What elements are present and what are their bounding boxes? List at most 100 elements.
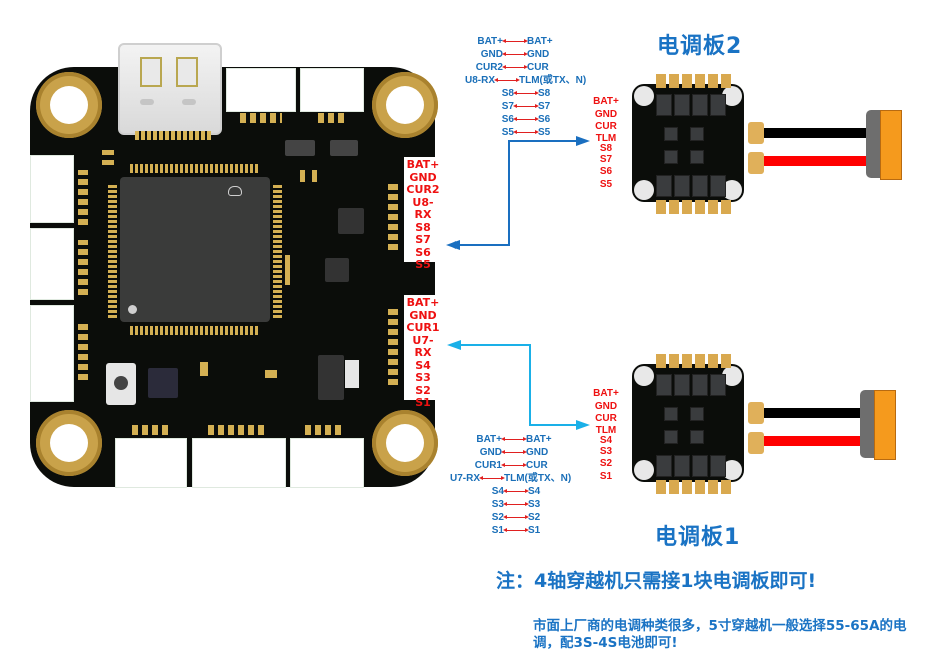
pin-label: U7-RX xyxy=(412,333,434,359)
connector-left-3 xyxy=(30,305,74,402)
fc-pin: S6 xyxy=(501,114,514,125)
motor-pad xyxy=(695,200,705,214)
fc-pin: GND xyxy=(480,49,503,60)
motor-pad xyxy=(695,74,705,88)
connector-pins xyxy=(240,113,282,123)
fc-pin: BAT+ xyxy=(476,434,502,445)
connector-pins xyxy=(78,170,88,225)
esc-pin: S1 xyxy=(528,525,541,536)
mosfet xyxy=(692,175,708,197)
pin-label: S6 xyxy=(415,245,431,259)
pin-label: CUR2 xyxy=(406,183,440,196)
pin-label: S8 xyxy=(415,220,431,234)
fc-connector-labels-bottom: BAT+ GND CUR1 U7-RX S4 S3 S2 S1 xyxy=(404,295,442,409)
mosfet xyxy=(674,94,690,116)
arrow-to-esc1 xyxy=(460,344,580,426)
double-arrow-icon xyxy=(501,437,527,441)
fc-pin: CUR2 xyxy=(475,62,503,73)
pin-label: TLM xyxy=(595,424,617,436)
fc-pin: GND xyxy=(479,447,502,458)
motor-pad xyxy=(721,74,731,88)
driver-chip xyxy=(690,127,704,141)
wiring-row: GND GND xyxy=(430,446,571,459)
mcu-pins xyxy=(108,183,117,318)
power-pad-negative xyxy=(748,122,764,144)
fc-pin: S7 xyxy=(501,101,514,112)
esc-pin: S4 xyxy=(528,486,541,497)
mosfet xyxy=(710,455,726,477)
smd-component xyxy=(265,370,277,378)
motor-pad xyxy=(721,480,731,494)
double-arrow-icon xyxy=(513,91,539,95)
smd-component xyxy=(200,362,208,376)
mosfet xyxy=(692,374,708,396)
driver-chip xyxy=(664,150,678,164)
regulator-chip xyxy=(318,355,344,400)
driver-chip xyxy=(664,127,678,141)
flight-controller: BAT+ GND CUR2 U8-RX S8 S7 S6 S5 BAT+ GND… xyxy=(0,0,460,500)
motor-pad xyxy=(656,354,666,368)
driver-chip xyxy=(690,430,704,444)
driver-chip xyxy=(664,430,678,444)
fc-pin: S2 xyxy=(491,512,504,523)
mcu-pins xyxy=(130,326,260,335)
motor-pad xyxy=(695,354,705,368)
arrow-to-esc2 xyxy=(448,140,580,249)
pin-label: GND xyxy=(594,400,618,412)
boot-button[interactable] xyxy=(106,363,136,405)
connector-left-1 xyxy=(30,155,74,223)
mount-hole-bl xyxy=(36,410,102,476)
esc-pin: TLM(或TX、N) xyxy=(519,75,587,86)
pin-label: CUR1 xyxy=(406,321,440,334)
motor-pad xyxy=(708,74,718,88)
sensor-chip xyxy=(325,258,349,282)
usb-pins xyxy=(135,131,211,140)
pin-label: S2 xyxy=(599,458,613,469)
wiring-row: BAT+BAT+ xyxy=(430,433,571,446)
mosfet xyxy=(656,455,672,477)
connector-pins xyxy=(318,113,348,123)
driver-chip xyxy=(664,407,678,421)
double-arrow-icon xyxy=(502,39,528,43)
mosfet xyxy=(285,140,315,156)
connector-pins xyxy=(388,305,398,385)
esc-pin: S8 xyxy=(538,88,551,99)
connector-bottom-2 xyxy=(192,438,286,488)
battery-wire-negative xyxy=(764,128,868,138)
xt-connector-body xyxy=(866,110,880,178)
motor-pad xyxy=(656,480,666,494)
connector-pins xyxy=(305,425,345,435)
power-pad-positive xyxy=(748,152,764,174)
wiring-row: BAT+BAT+ xyxy=(440,35,586,48)
pin-label: S3 xyxy=(599,445,613,457)
esc-pin: GND xyxy=(526,447,549,458)
esc2-pin-labels: BAT+ GND CUR TLM S8 S7 S6 S5 xyxy=(588,96,624,191)
mount-hole xyxy=(634,460,654,480)
motor-pad xyxy=(708,480,718,494)
pin-label: CUR xyxy=(595,121,617,132)
motor-pad xyxy=(656,200,666,214)
mosfet xyxy=(656,94,672,116)
mosfet xyxy=(330,140,358,156)
motor-pad xyxy=(656,74,666,88)
esc-pin: S5 xyxy=(538,127,551,138)
power-pad-negative xyxy=(748,402,764,424)
smd-component xyxy=(312,170,317,182)
fc-pin: CUR1 xyxy=(474,460,502,471)
pin-label: S4 xyxy=(599,434,613,446)
usb-c-port xyxy=(118,43,222,135)
connector-pins xyxy=(132,425,172,435)
smd-component xyxy=(102,160,114,165)
motor-pad xyxy=(682,200,692,214)
esc1-board xyxy=(628,352,918,497)
esc-pin: S6 xyxy=(538,114,551,125)
smd-component xyxy=(300,170,305,182)
